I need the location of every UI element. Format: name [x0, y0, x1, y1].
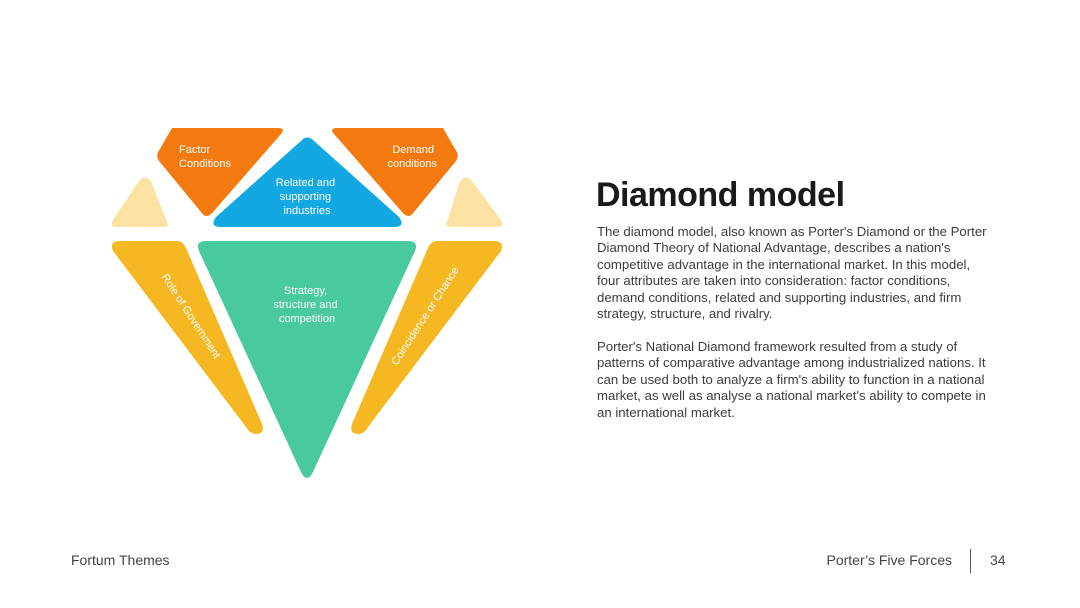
footer-divider	[970, 549, 971, 573]
strategy-label: Strategy, structure and competition	[273, 285, 340, 325]
right-accent-triangle	[446, 177, 503, 227]
footer-brand: Fortum Themes	[71, 552, 170, 568]
related-industries-label: Related and supporting industries	[276, 177, 338, 217]
diamond-diagram: Factor Conditions Demand conditions Rela…	[111, 128, 503, 478]
factor-conditions-shape	[157, 128, 283, 216]
description-paragraph-1: The diamond model, also known as Porter'…	[597, 224, 987, 322]
description-paragraph-2: Porter's National Diamond framework resu…	[597, 339, 986, 420]
demand-conditions-shape	[332, 128, 458, 216]
slide-title: Diamond model	[596, 176, 845, 214]
page-number: 34	[990, 552, 1006, 568]
left-accent-triangle	[111, 177, 168, 227]
coincidence-or-chance-shape	[351, 241, 503, 434]
factor-conditions-label: Factor Conditions	[179, 144, 231, 170]
role-of-government-shape	[111, 241, 263, 434]
related-industries-shape	[213, 137, 402, 227]
strategy-shape	[197, 241, 417, 478]
footer-section-title: Porter’s Five Forces	[826, 552, 952, 568]
demand-conditions-label: Demand conditions	[387, 144, 437, 170]
